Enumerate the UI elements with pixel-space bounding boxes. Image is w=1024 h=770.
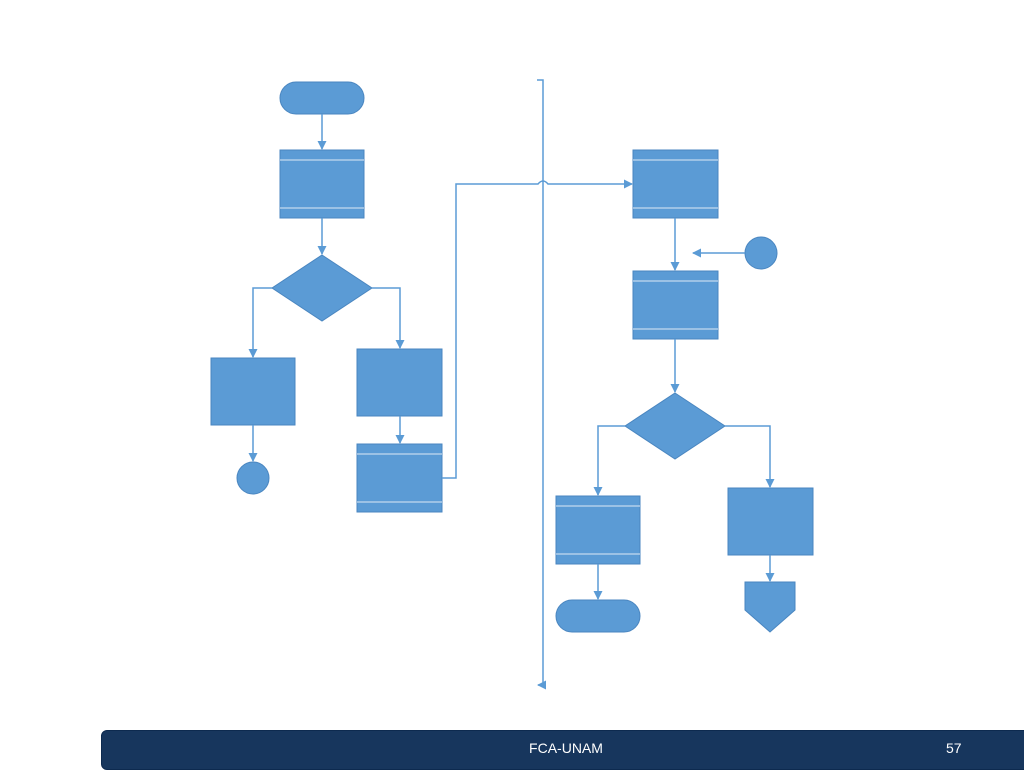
page-number: 57 — [946, 740, 962, 756]
connector-circle-right — [744, 236, 778, 270]
arrow-decision-2-right — [725, 425, 775, 488]
footer-organization: FCA-UNAM — [529, 740, 603, 756]
arrow-decision-1-right — [372, 287, 405, 349]
process-box-right — [356, 348, 443, 417]
decision-diamond-2 — [624, 392, 726, 460]
start-terminator — [279, 81, 365, 115]
process-box-1 — [279, 149, 365, 219]
process-box-4 — [632, 270, 719, 340]
flowchart-diagram — [210, 79, 814, 690]
off-page-connector — [744, 581, 796, 633]
process-box-2 — [356, 443, 443, 513]
process-box-left — [210, 357, 296, 426]
arrow-decision-1-left — [248, 287, 272, 358]
connector-circle-left — [236, 461, 270, 495]
process-box-5 — [555, 495, 641, 565]
end-terminator — [555, 599, 641, 633]
process-box-6 — [727, 487, 814, 556]
vertical-divider-line — [537, 79, 544, 685]
arrow-process-2-to-process-3 — [442, 179, 633, 479]
footer-bar: FCA-UNAM 57 — [101, 730, 1024, 770]
arrow-decision-2-left — [593, 425, 625, 496]
process-box-3 — [632, 149, 719, 219]
decision-diamond-1 — [271, 254, 373, 322]
